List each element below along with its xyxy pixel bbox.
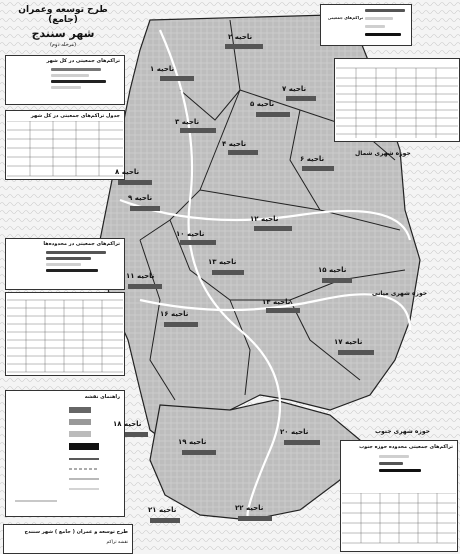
zone-density-bar <box>150 518 180 523</box>
region-label-east: حوزه شهری میانی <box>372 290 428 297</box>
panel-secondary-bars <box>46 251 122 285</box>
zone-label-22: ناحیه ۲۲ <box>235 504 264 512</box>
main-roads <box>119 29 412 522</box>
zone-label-17: ناحیه ۱۷ <box>334 338 363 346</box>
zone-density-bar <box>212 270 244 275</box>
zone-label-14: ناحیه ۱۴ <box>262 298 291 306</box>
zone-label-6: ناحیه ۶ <box>300 155 325 163</box>
panel-upper-right-title: تراکم‌های جمعیتی <box>327 15 363 20</box>
zone-label-19: ناحیه ۱۹ <box>178 438 207 446</box>
zone-density-bar <box>256 112 290 117</box>
panel-bottom-right-title: تراکم‌های جمعیتی محدوده حوزه جنوب <box>359 444 453 450</box>
panel-legend: راهنمای نقشه <box>5 390 125 517</box>
right-table-grid <box>336 67 458 138</box>
panel-bottom-right: تراکم‌های جمعیتی محدوده حوزه جنوب <box>340 440 458 552</box>
region-label-south: حوزه شهری جنوب <box>375 428 430 435</box>
footer-title: طرح توسعه و عمران ( جامع ) شهر سنندج <box>24 529 128 535</box>
panel-central-bars <box>51 68 121 100</box>
zone-density-bar <box>128 284 162 289</box>
zone-density-bar <box>338 350 374 355</box>
zone-label-10: ناحیه ۱۰ <box>176 230 205 238</box>
zone-density-bar <box>254 226 292 231</box>
zone-label-bars <box>116 44 374 523</box>
map-title-line1: طرح توسعه وعمران (جامع) <box>18 5 108 25</box>
map-title-line2: شهر سنندج <box>31 27 95 40</box>
map-title-line3: (مرحله دوم) <box>49 42 77 48</box>
zone-boundaries <box>139 19 406 401</box>
zone-label-9: ناحیه ۹ <box>128 194 153 202</box>
panel-right-table <box>334 58 460 142</box>
zone-label-12: ناحیه ۱۲ <box>250 215 279 223</box>
zone-density-bar <box>266 308 300 313</box>
zone-density-bar <box>302 166 334 171</box>
panel-secondary-density: تراکم‌های جمعیتی در محدوده‌ها <box>5 238 125 290</box>
zone-density-bar <box>182 450 216 455</box>
zone-density-bar <box>180 240 216 245</box>
zone-label-8: ناحیه ۸ <box>115 168 140 176</box>
footer-subtitle: نقشه تراکم <box>106 540 128 545</box>
zone-label-18: ناحیه ۱۸ <box>113 420 142 428</box>
zone-density-bar <box>322 278 352 283</box>
density-table-grid <box>7 121 123 177</box>
zone-density-bar <box>160 76 194 81</box>
zone-label-13: ناحیه ۱۳ <box>208 258 237 266</box>
legend-symbols <box>15 407 99 502</box>
panel-zone-table <box>5 292 125 376</box>
zone-density-bar <box>180 128 216 133</box>
panel-density-table: جدول تراکم‌های جمعیتی در کل شهر <box>5 110 125 180</box>
panel-upper-right-bars <box>365 9 409 43</box>
zone-density-bar <box>130 206 160 211</box>
panel-upper-right: تراکم‌های جمعیتی <box>320 4 412 46</box>
panel-central-title: تراکم‌های جمعیتی در کل شهر <box>46 58 120 64</box>
zone-density-bar <box>228 150 258 155</box>
zone-density-bar <box>116 432 148 437</box>
zone-label-3: ناحیه ۳ <box>175 118 200 126</box>
zone-label-15: ناحیه ۱۵ <box>318 266 347 274</box>
region-label-north: حوزه شهری شمال <box>355 150 411 157</box>
zone-label-4: ناحیه ۴ <box>222 140 247 148</box>
zone-label-20: ناحیه ۲۰ <box>280 428 309 436</box>
panel-secondary-title: تراکم‌های جمعیتی در محدوده‌ها <box>43 241 120 247</box>
footer-title-block: طرح توسعه و عمران ( جامع ) شهر سنندج نقش… <box>3 524 133 554</box>
zone-label-2: ناحیه ۲ <box>228 33 253 41</box>
zone-density-bar <box>118 180 152 185</box>
map-title-block: طرح توسعه وعمران (جامع) شهر سنندج (مرحله… <box>8 5 118 48</box>
panel-bottom-right-bars <box>379 455 455 485</box>
zone-density-bar <box>164 322 198 327</box>
zone-label-16: ناحیه ۱۶ <box>160 310 189 318</box>
zone-density-bar <box>284 440 320 445</box>
urban-area-south <box>149 399 361 521</box>
zone-label-11: ناحیه ۱۱ <box>126 272 155 280</box>
zone-label-5: ناحیه ۵ <box>250 100 275 108</box>
zone-table-grid <box>7 299 123 373</box>
panel-central-density: تراکم‌های جمعیتی در کل شهر <box>5 55 125 105</box>
zone-label-21: ناحیه ۲۱ <box>148 506 177 514</box>
zone-density-bar <box>238 516 272 521</box>
legend-title: راهنمای نقشه <box>84 394 120 400</box>
panel-table-title: جدول تراکم‌های جمعیتی در کل شهر <box>30 113 120 119</box>
zone-density-bar <box>286 96 316 101</box>
zone-label-1: ناحیه ۱ <box>150 65 175 73</box>
bottom-right-table-grid <box>342 493 456 544</box>
zone-density-bar <box>225 44 263 49</box>
zone-label-7: ناحیه ۷ <box>282 85 307 93</box>
